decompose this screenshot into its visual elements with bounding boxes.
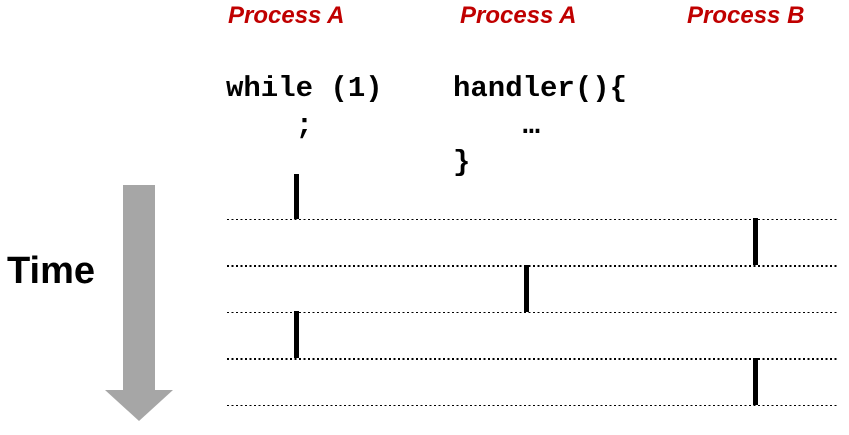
time-arrow-head-icon <box>105 390 173 421</box>
timeline-dotted-line <box>227 265 837 267</box>
execution-tick <box>523 265 529 312</box>
time-axis-label: Time <box>7 250 96 292</box>
timeline-dotted-line <box>227 218 837 220</box>
timeline-dotted-line <box>227 404 837 406</box>
execution-tick <box>293 174 299 219</box>
code-while-loop: while (1) ; <box>226 72 383 142</box>
code-signal-handler: handler(){ … } <box>453 72 628 179</box>
column-header-process-a-main: Process A <box>228 2 345 29</box>
column-header-process-a-handler: Process A <box>460 2 577 29</box>
time-arrow-shaft <box>123 185 155 390</box>
timeline-dotted-line <box>227 311 837 313</box>
execution-tick <box>752 358 758 405</box>
execution-tick <box>293 311 299 358</box>
timeline-dotted-line <box>227 358 837 360</box>
column-header-process-b: Process B <box>687 2 805 29</box>
execution-tick <box>752 218 758 265</box>
